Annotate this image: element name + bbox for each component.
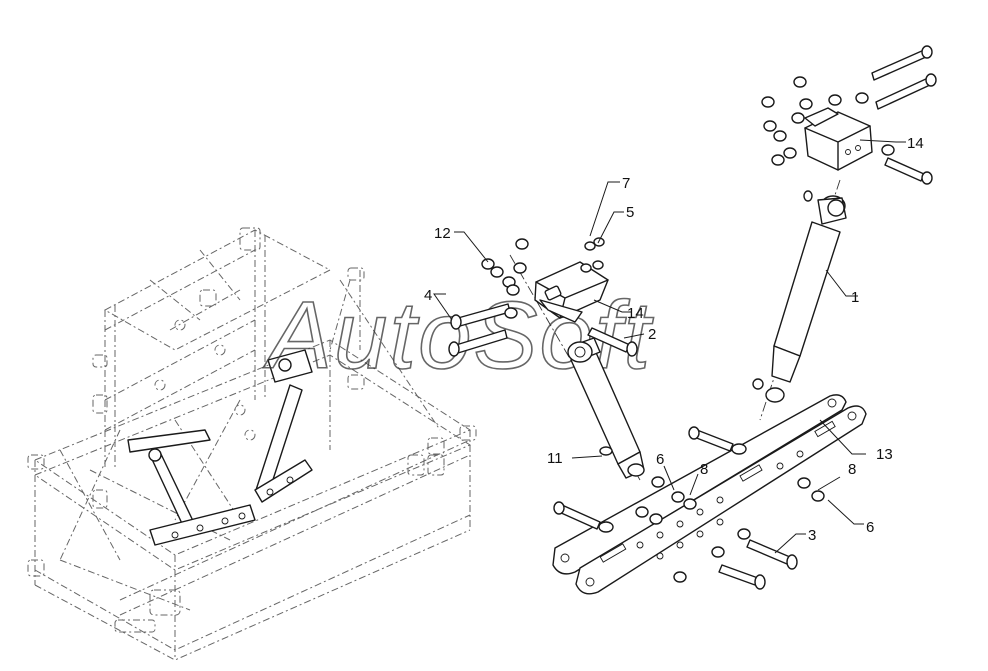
callout-13: 13: [876, 446, 893, 463]
callout-2: 2: [648, 326, 656, 343]
center-shock-exploded: [448, 237, 665, 488]
callout-8-center: 8: [700, 461, 708, 478]
callout-14-right: 14: [907, 135, 924, 152]
callout-14-center: 14: [627, 305, 644, 322]
callout-3: 3: [808, 527, 816, 544]
callout-4: 4: [424, 287, 432, 304]
callout-7: 7: [622, 175, 630, 192]
callout-1: 1: [851, 289, 859, 306]
right-shock-exploded: [752, 45, 937, 421]
callout-labels: 1 2 3 4 5 6 6 7 8 8 11 12 13 14 14: [424, 135, 924, 544]
callout-6-right: 6: [866, 519, 874, 536]
callout-11: 11: [547, 450, 563, 467]
callout-8-right: 8: [848, 461, 856, 478]
callout-6-center: 6: [656, 451, 664, 468]
callout-12: 12: [434, 225, 451, 242]
installed-shock-left: [127, 429, 256, 546]
leader-lines: [433, 139, 906, 554]
callout-5: 5: [626, 204, 634, 221]
lower-links-exploded: [552, 394, 867, 595]
installed-shock-right: [254, 349, 313, 503]
frame-assembly-ghost: [27, 227, 477, 661]
